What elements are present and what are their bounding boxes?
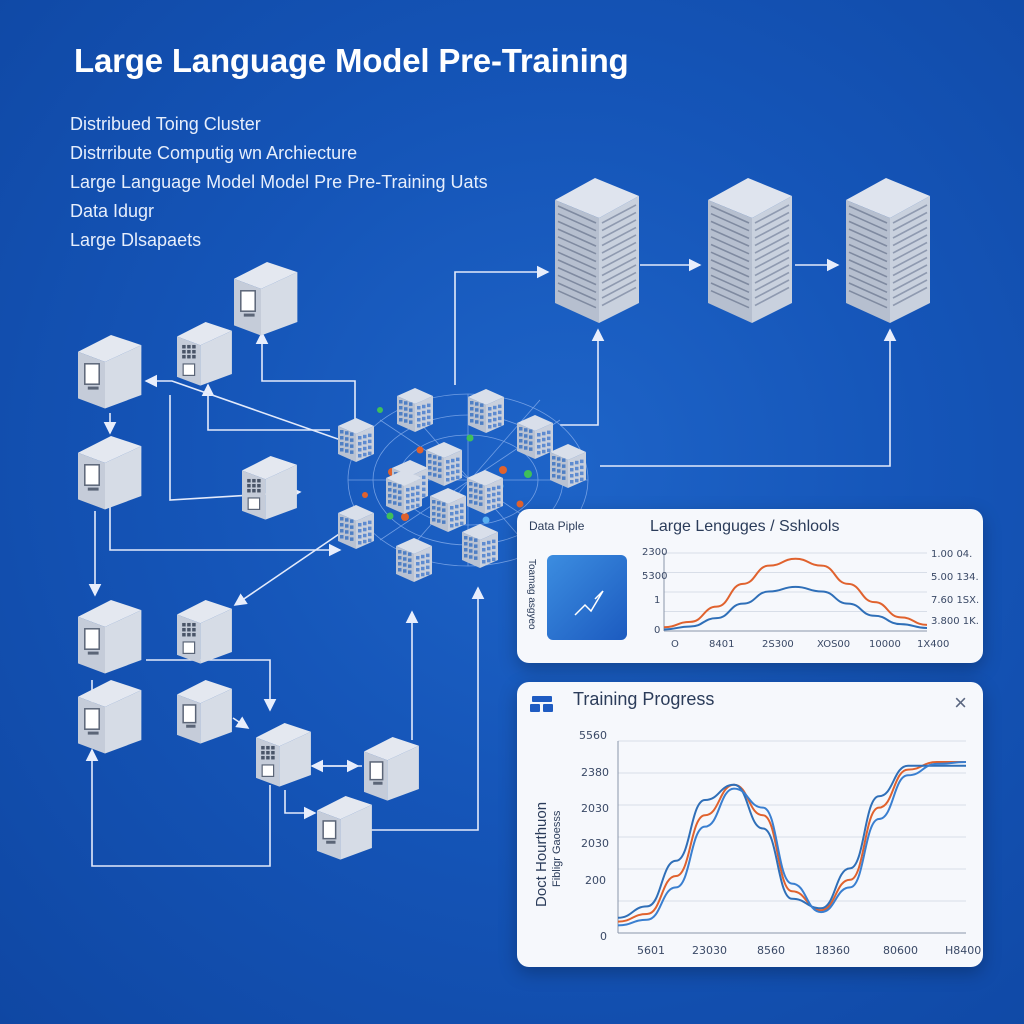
y-axis-label: Doct Hourthuon bbox=[533, 801, 550, 907]
server-rack-icon bbox=[846, 178, 930, 323]
gpu-cube-icon bbox=[397, 388, 433, 432]
y-tick-label: 2030 bbox=[581, 837, 609, 850]
y-tick-label: 200 bbox=[585, 874, 606, 887]
x-tick-label: 8401 bbox=[709, 639, 735, 650]
training-line-chart bbox=[617, 740, 966, 934]
series-line bbox=[617, 761, 966, 927]
compute-node-icon bbox=[256, 723, 311, 787]
subtitle-line: Distribued Toing Cluster bbox=[70, 114, 261, 134]
trend-icon bbox=[574, 590, 604, 616]
y-axis-label-secondary: Fibligr Gaoesss bbox=[551, 810, 563, 887]
compute-node-icon bbox=[78, 600, 142, 674]
subtitle-list: Distribued Toing Cluster Distrribute Com… bbox=[70, 110, 488, 255]
training-progress-panel: Training Progress × Doct Hourthuon Fibli… bbox=[517, 682, 983, 967]
data-pipeline-panel: Data Piple Large Lenguges / Sshlools Toa… bbox=[517, 509, 983, 663]
gpu-cube-icon bbox=[386, 470, 422, 514]
y-tick-label-right: 5.00 134. bbox=[931, 572, 979, 583]
x-tick-label: 8560 bbox=[757, 944, 785, 957]
connection-arrows bbox=[85, 258, 897, 867]
subtitle-line: Large Dlsapaets bbox=[70, 230, 202, 250]
gpu-cube-icon bbox=[468, 389, 504, 433]
compute-node-icon bbox=[78, 436, 142, 510]
gpu-cube-icon bbox=[462, 524, 498, 568]
x-tick-label: XOS00 bbox=[817, 639, 851, 650]
x-tick-label: O bbox=[671, 639, 679, 650]
y-tick-label: 5300 bbox=[642, 571, 668, 582]
panel-title: Training Progress bbox=[573, 689, 715, 709]
y-tick-label: 0 bbox=[600, 930, 607, 943]
x-tick-label: 5601 bbox=[637, 944, 665, 957]
gpu-cube-icon bbox=[338, 418, 374, 462]
series-line bbox=[663, 585, 927, 631]
compute-node-icon bbox=[78, 680, 142, 754]
vertical-label: Toamag asgyeo bbox=[526, 559, 537, 630]
server-rack-icon bbox=[708, 178, 792, 323]
gpu-cube-icon bbox=[396, 538, 432, 582]
compute-node-icon bbox=[317, 796, 372, 860]
x-tick-label: 1X400 bbox=[917, 639, 950, 650]
y-tick-label: 2380 bbox=[581, 766, 609, 779]
compute-node-icon bbox=[177, 680, 232, 744]
gpu-cube-icon bbox=[338, 505, 374, 549]
gpu-cube-icon bbox=[550, 444, 586, 488]
y-tick-label: 1 bbox=[654, 595, 661, 606]
compute-node-icon bbox=[234, 262, 298, 336]
gpu-cube-icon bbox=[426, 442, 462, 486]
panel-title: Large Lenguges / Sshlools bbox=[650, 518, 840, 535]
compute-node-icon bbox=[364, 737, 419, 801]
y-tick-label: 2300 bbox=[642, 547, 668, 558]
x-tick-label: 80600 bbox=[883, 944, 918, 957]
y-tick-label-right: 1.00 04. bbox=[931, 549, 973, 560]
gpu-cube-icon bbox=[467, 470, 503, 514]
y-tick-label: 0 bbox=[654, 625, 661, 636]
page-title: Large Language Model Pre-Training bbox=[74, 42, 629, 79]
pipeline-thumbnail bbox=[547, 555, 627, 640]
subtitle-line: Large Language Model Model Pre Pre-Train… bbox=[70, 172, 488, 192]
x-tick-label: 2S300 bbox=[762, 639, 794, 650]
y-tick-label-right: 3.800 1K. bbox=[931, 616, 979, 627]
x-tick-label: 23030 bbox=[692, 944, 727, 957]
compute-node-icon bbox=[78, 335, 142, 409]
y-tick-label: 2030 bbox=[581, 802, 609, 815]
series-line bbox=[617, 761, 966, 923]
series-line bbox=[617, 764, 966, 919]
x-tick-label: 10000 bbox=[869, 639, 901, 650]
y-tick-label: 5560 bbox=[579, 729, 607, 742]
gpu-cube-icon bbox=[430, 488, 466, 532]
x-tick-label: H8400 bbox=[945, 944, 982, 957]
subtitle-line: Data Idugr bbox=[70, 201, 155, 221]
gpu-cube-icon bbox=[517, 415, 553, 459]
close-button[interactable]: × bbox=[954, 690, 967, 715]
panel-label: Data Piple bbox=[529, 519, 585, 533]
subtitle-line: Distrribute Computig wn Archiecture bbox=[70, 143, 358, 163]
compute-node-icon bbox=[177, 322, 232, 386]
panel-logo-icon bbox=[530, 696, 553, 712]
series-line bbox=[663, 557, 927, 629]
server-rack-icon bbox=[555, 178, 639, 323]
x-tick-label: 18360 bbox=[815, 944, 850, 957]
top-line-chart bbox=[663, 552, 927, 632]
compute-node-icon bbox=[242, 456, 297, 520]
compute-node-icon bbox=[177, 600, 232, 664]
y-tick-label-right: 7.60 1SX. bbox=[931, 595, 980, 606]
